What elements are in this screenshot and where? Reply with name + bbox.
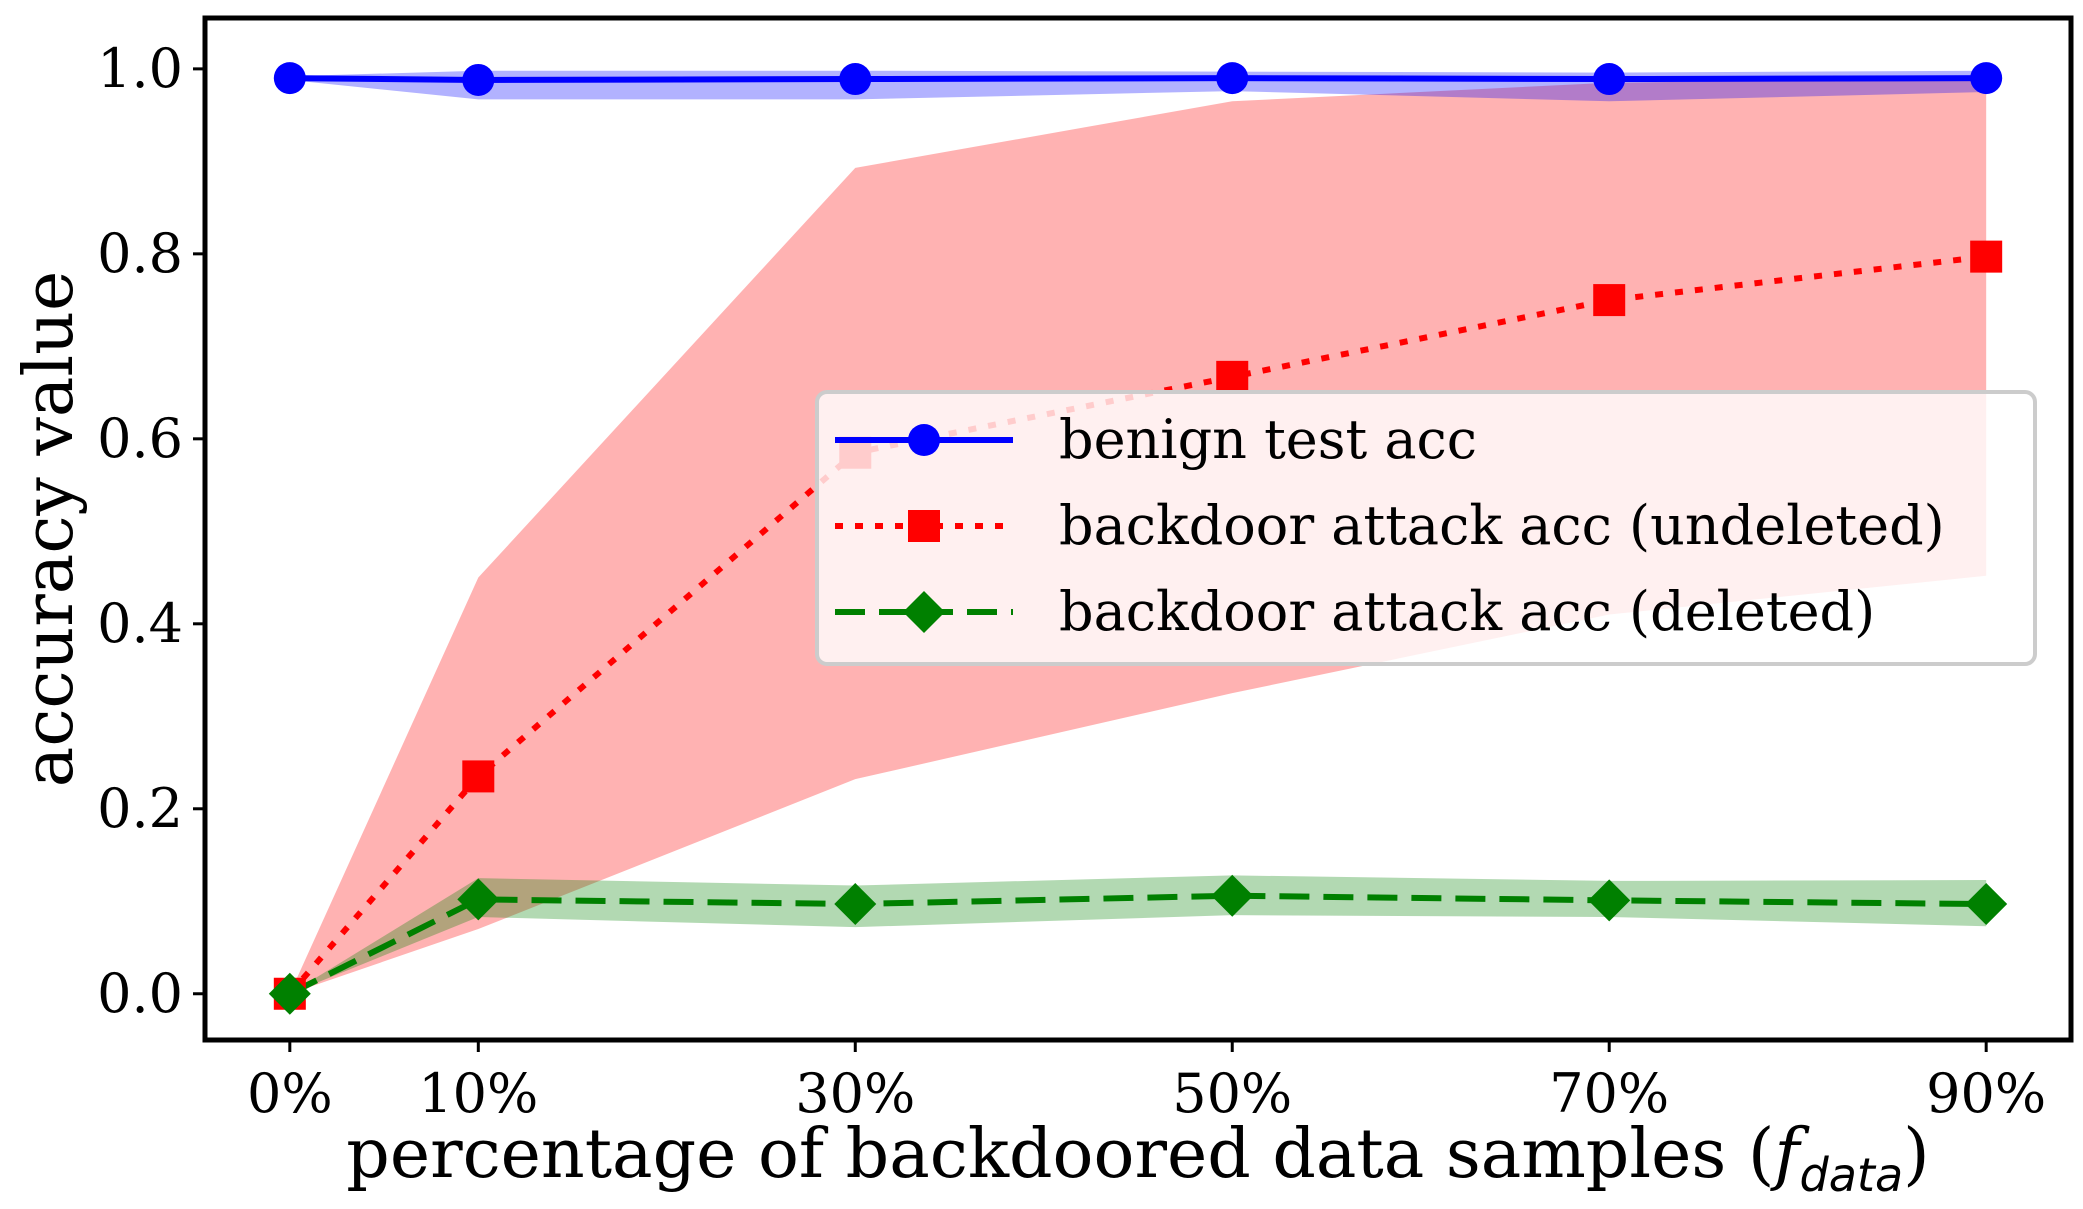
x-axis-ticks: 0% 10% 30% 50% 70% 90% bbox=[247, 1040, 2046, 1125]
x-tick-label-0: 0% bbox=[247, 1062, 333, 1125]
y-tick-label-5: 1.0 bbox=[97, 37, 183, 100]
x-tick-label-1: 10% bbox=[418, 1062, 538, 1125]
legend-marker-2 bbox=[903, 591, 945, 633]
point-series-0-4 bbox=[1593, 63, 1626, 96]
series-lines bbox=[287, 75, 1987, 997]
point-series-0-0 bbox=[273, 62, 306, 95]
point-series-0-1 bbox=[462, 63, 495, 96]
y-tick-label-3: 0.6 bbox=[97, 407, 183, 470]
point-series-2-0 bbox=[268, 972, 311, 1015]
point-series-1-5 bbox=[1970, 240, 2003, 273]
legend-marker-1 bbox=[908, 510, 940, 542]
x-tick-label-4: 70% bbox=[1549, 1062, 1669, 1125]
point-series-0-2 bbox=[839, 63, 872, 96]
line-series-0 bbox=[289, 75, 1987, 83]
point-series-2-5 bbox=[1965, 883, 2008, 926]
point-series-2-2 bbox=[834, 883, 877, 926]
plot-frame bbox=[202, 15, 2074, 1043]
point-series-2-4 bbox=[1588, 879, 1631, 922]
x-tick-label-2: 30% bbox=[795, 1062, 915, 1125]
point-series-2-1 bbox=[457, 878, 500, 921]
point-series-2-3 bbox=[1211, 874, 1254, 917]
x-tick-label-3: 50% bbox=[1172, 1062, 1292, 1125]
y-axis-label: accuracy value bbox=[10, 271, 89, 787]
y-tick-label-1: 0.2 bbox=[97, 777, 183, 840]
x-axis-label-main: percentage of backdoored data samples ( bbox=[346, 1115, 1774, 1194]
x-tick-label-5: 90% bbox=[1926, 1062, 2046, 1125]
band-series-0 bbox=[289, 70, 1987, 102]
point-series-0-3 bbox=[1216, 62, 1249, 95]
legend-label-1: backdoor attack acc (undeleted) bbox=[1059, 494, 1945, 557]
point-series-1-4 bbox=[1593, 284, 1626, 317]
x-axis-label: percentage of backdoored data samples (f… bbox=[346, 1115, 1929, 1202]
legend: benign test acc backdoor attack acc (unde… bbox=[815, 390, 2037, 666]
point-series-1-1 bbox=[462, 760, 495, 793]
legend-marker-0 bbox=[908, 424, 940, 456]
legend-items: benign test acc backdoor attack acc (unde… bbox=[835, 408, 1945, 643]
legend-label-0: benign test acc bbox=[1059, 408, 1477, 471]
x-axis-label-subscript: data bbox=[1800, 1148, 1904, 1202]
y-tick-label-2: 0.4 bbox=[97, 592, 183, 655]
point-series-1-3 bbox=[1216, 360, 1249, 393]
point-series-0-5 bbox=[1970, 62, 2003, 95]
line-series-2 bbox=[288, 892, 1987, 997]
y-tick-label-4: 0.8 bbox=[97, 222, 183, 285]
band-series-2 bbox=[289, 875, 1987, 994]
y-axis-ticks: 0.0 0.2 0.4 0.6 0.8 1.0 bbox=[97, 37, 205, 1025]
y-tick-label-0: 0.0 bbox=[97, 962, 183, 1025]
x-axis-label-close: ) bbox=[1903, 1115, 1930, 1194]
legend-frame bbox=[815, 390, 2037, 666]
legend-label-2: backdoor attack acc (deleted) bbox=[1059, 580, 1875, 643]
